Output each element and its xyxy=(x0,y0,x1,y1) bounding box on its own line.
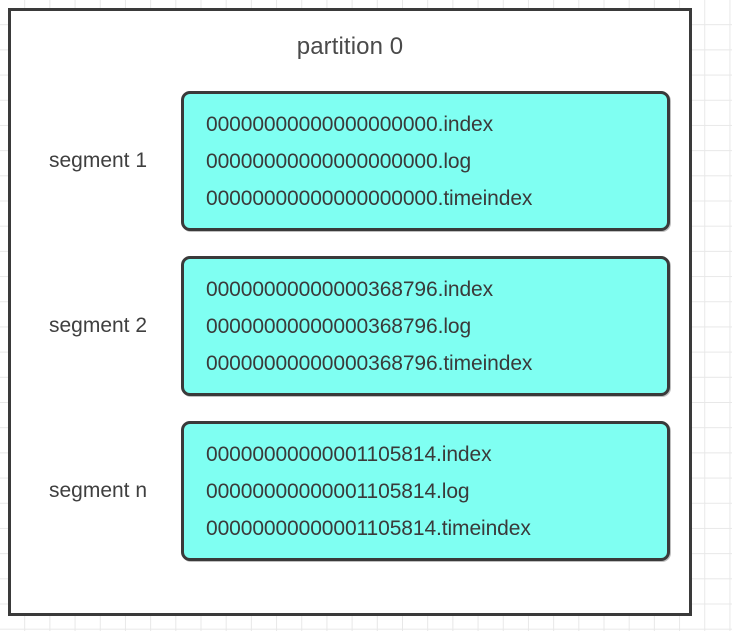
segment-label: segment 2 xyxy=(48,314,148,337)
segment-file-index: 00000000000000000000.index xyxy=(206,112,494,136)
segment-row: segment 1 00000000000000000000.index 000… xyxy=(11,91,689,231)
segment-file-box: 00000000000000368796.index 0000000000000… xyxy=(181,256,670,396)
partition-container: partition 0 segment 1 000000000000000000… xyxy=(8,8,692,616)
segment-label: segment n xyxy=(48,479,148,502)
segment-file-log: 00000000000001105814.log xyxy=(206,479,470,503)
segment-row: segment 2 00000000000000368796.index 000… xyxy=(11,256,689,396)
segment-file-log: 00000000000000000000.log xyxy=(206,149,472,173)
segment-label: segment 1 xyxy=(48,149,148,172)
segment-row: segment n 00000000000001105814.index 000… xyxy=(11,421,689,561)
partition-title: partition 0 xyxy=(296,33,404,60)
segment-file-index: 00000000000000368796.index xyxy=(206,277,494,301)
segment-file-box: 00000000000000000000.index 0000000000000… xyxy=(181,91,670,231)
segment-file-box: 00000000000001105814.index 0000000000000… xyxy=(181,421,670,561)
segment-file-log: 00000000000000368796.log xyxy=(206,314,472,338)
segment-file-index: 00000000000001105814.index xyxy=(206,442,492,466)
segment-file-timeindex: 00000000000000368796.timeindex xyxy=(206,351,533,375)
segment-file-timeindex: 00000000000000000000.timeindex xyxy=(206,186,533,210)
segment-file-timeindex: 00000000000001105814.timeindex xyxy=(206,516,531,540)
